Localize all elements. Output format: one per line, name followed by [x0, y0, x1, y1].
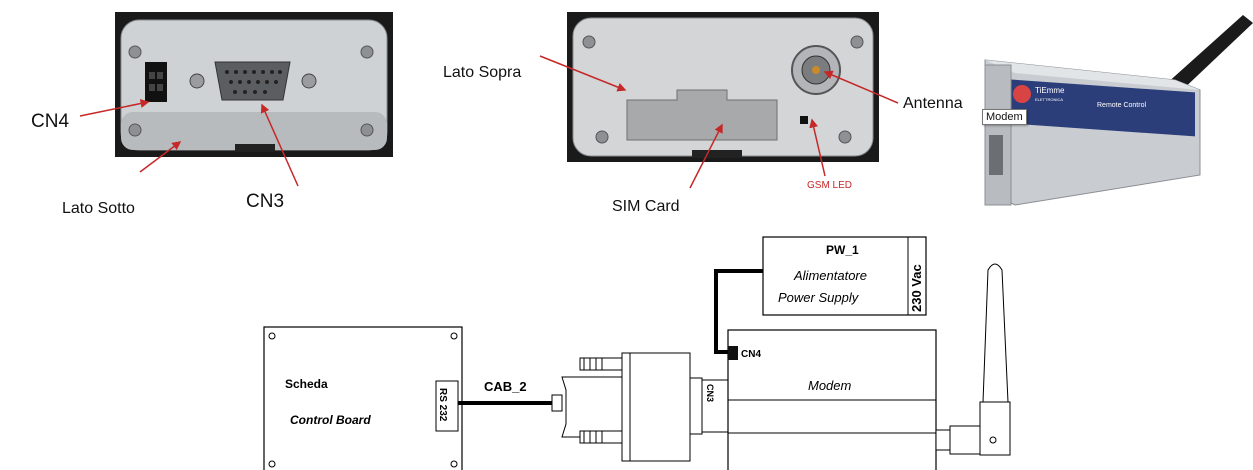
rs232-label: RS 232: [437, 388, 448, 422]
brand-text: TiEmme: [1035, 86, 1065, 95]
bottom-side-photo: [115, 12, 393, 157]
top-side-arrows: [539, 55, 899, 189]
ps-line2: Power Supply: [778, 290, 860, 305]
sim-card-label: SIM Card: [612, 198, 680, 215]
gsm-led-label: GSM LED: [807, 180, 853, 191]
antenna-label: Antenna: [903, 95, 963, 112]
ps-line1: Alimentatore: [793, 268, 867, 283]
cn3-diagram-label: CN3: [705, 384, 715, 402]
cable-label: CAB_2: [484, 379, 527, 394]
board-line1: Scheda: [285, 377, 328, 391]
cn4-photo-label: CN4: [31, 111, 70, 132]
cn3-photo-label: CN3: [246, 191, 285, 212]
db-connector: [551, 352, 729, 462]
modem-diagram-label: Modem: [808, 378, 852, 393]
product-text: Remote Control: [1097, 102, 1146, 109]
antenna: [935, 263, 1011, 456]
top-side-photo: [567, 12, 879, 162]
voltage-label: 230 Vac: [909, 264, 924, 312]
power-supply: PW_1 Alimentatore Power Supply 230 Vac: [762, 236, 927, 316]
bottom-side-label: Lato Sotto: [62, 200, 135, 217]
bottom-side-arrows: [79, 99, 299, 187]
top-side-label: Lato Sopra: [443, 64, 522, 81]
brand-sub-text: ELETTRONICA: [1035, 97, 1063, 102]
board-line2: Control Board: [290, 413, 371, 427]
cn4-diagram-label: CN4: [741, 349, 761, 360]
modem-photo: TiEmme ELETTRONICA Remote Control: [984, 15, 1253, 206]
control-board: Scheda Control Board RS 232: [263, 326, 463, 470]
modem-tooltip: Modem: [982, 109, 1027, 125]
modem-box: Modem CN4: [727, 329, 937, 470]
pw1-label: PW_1: [826, 243, 859, 257]
